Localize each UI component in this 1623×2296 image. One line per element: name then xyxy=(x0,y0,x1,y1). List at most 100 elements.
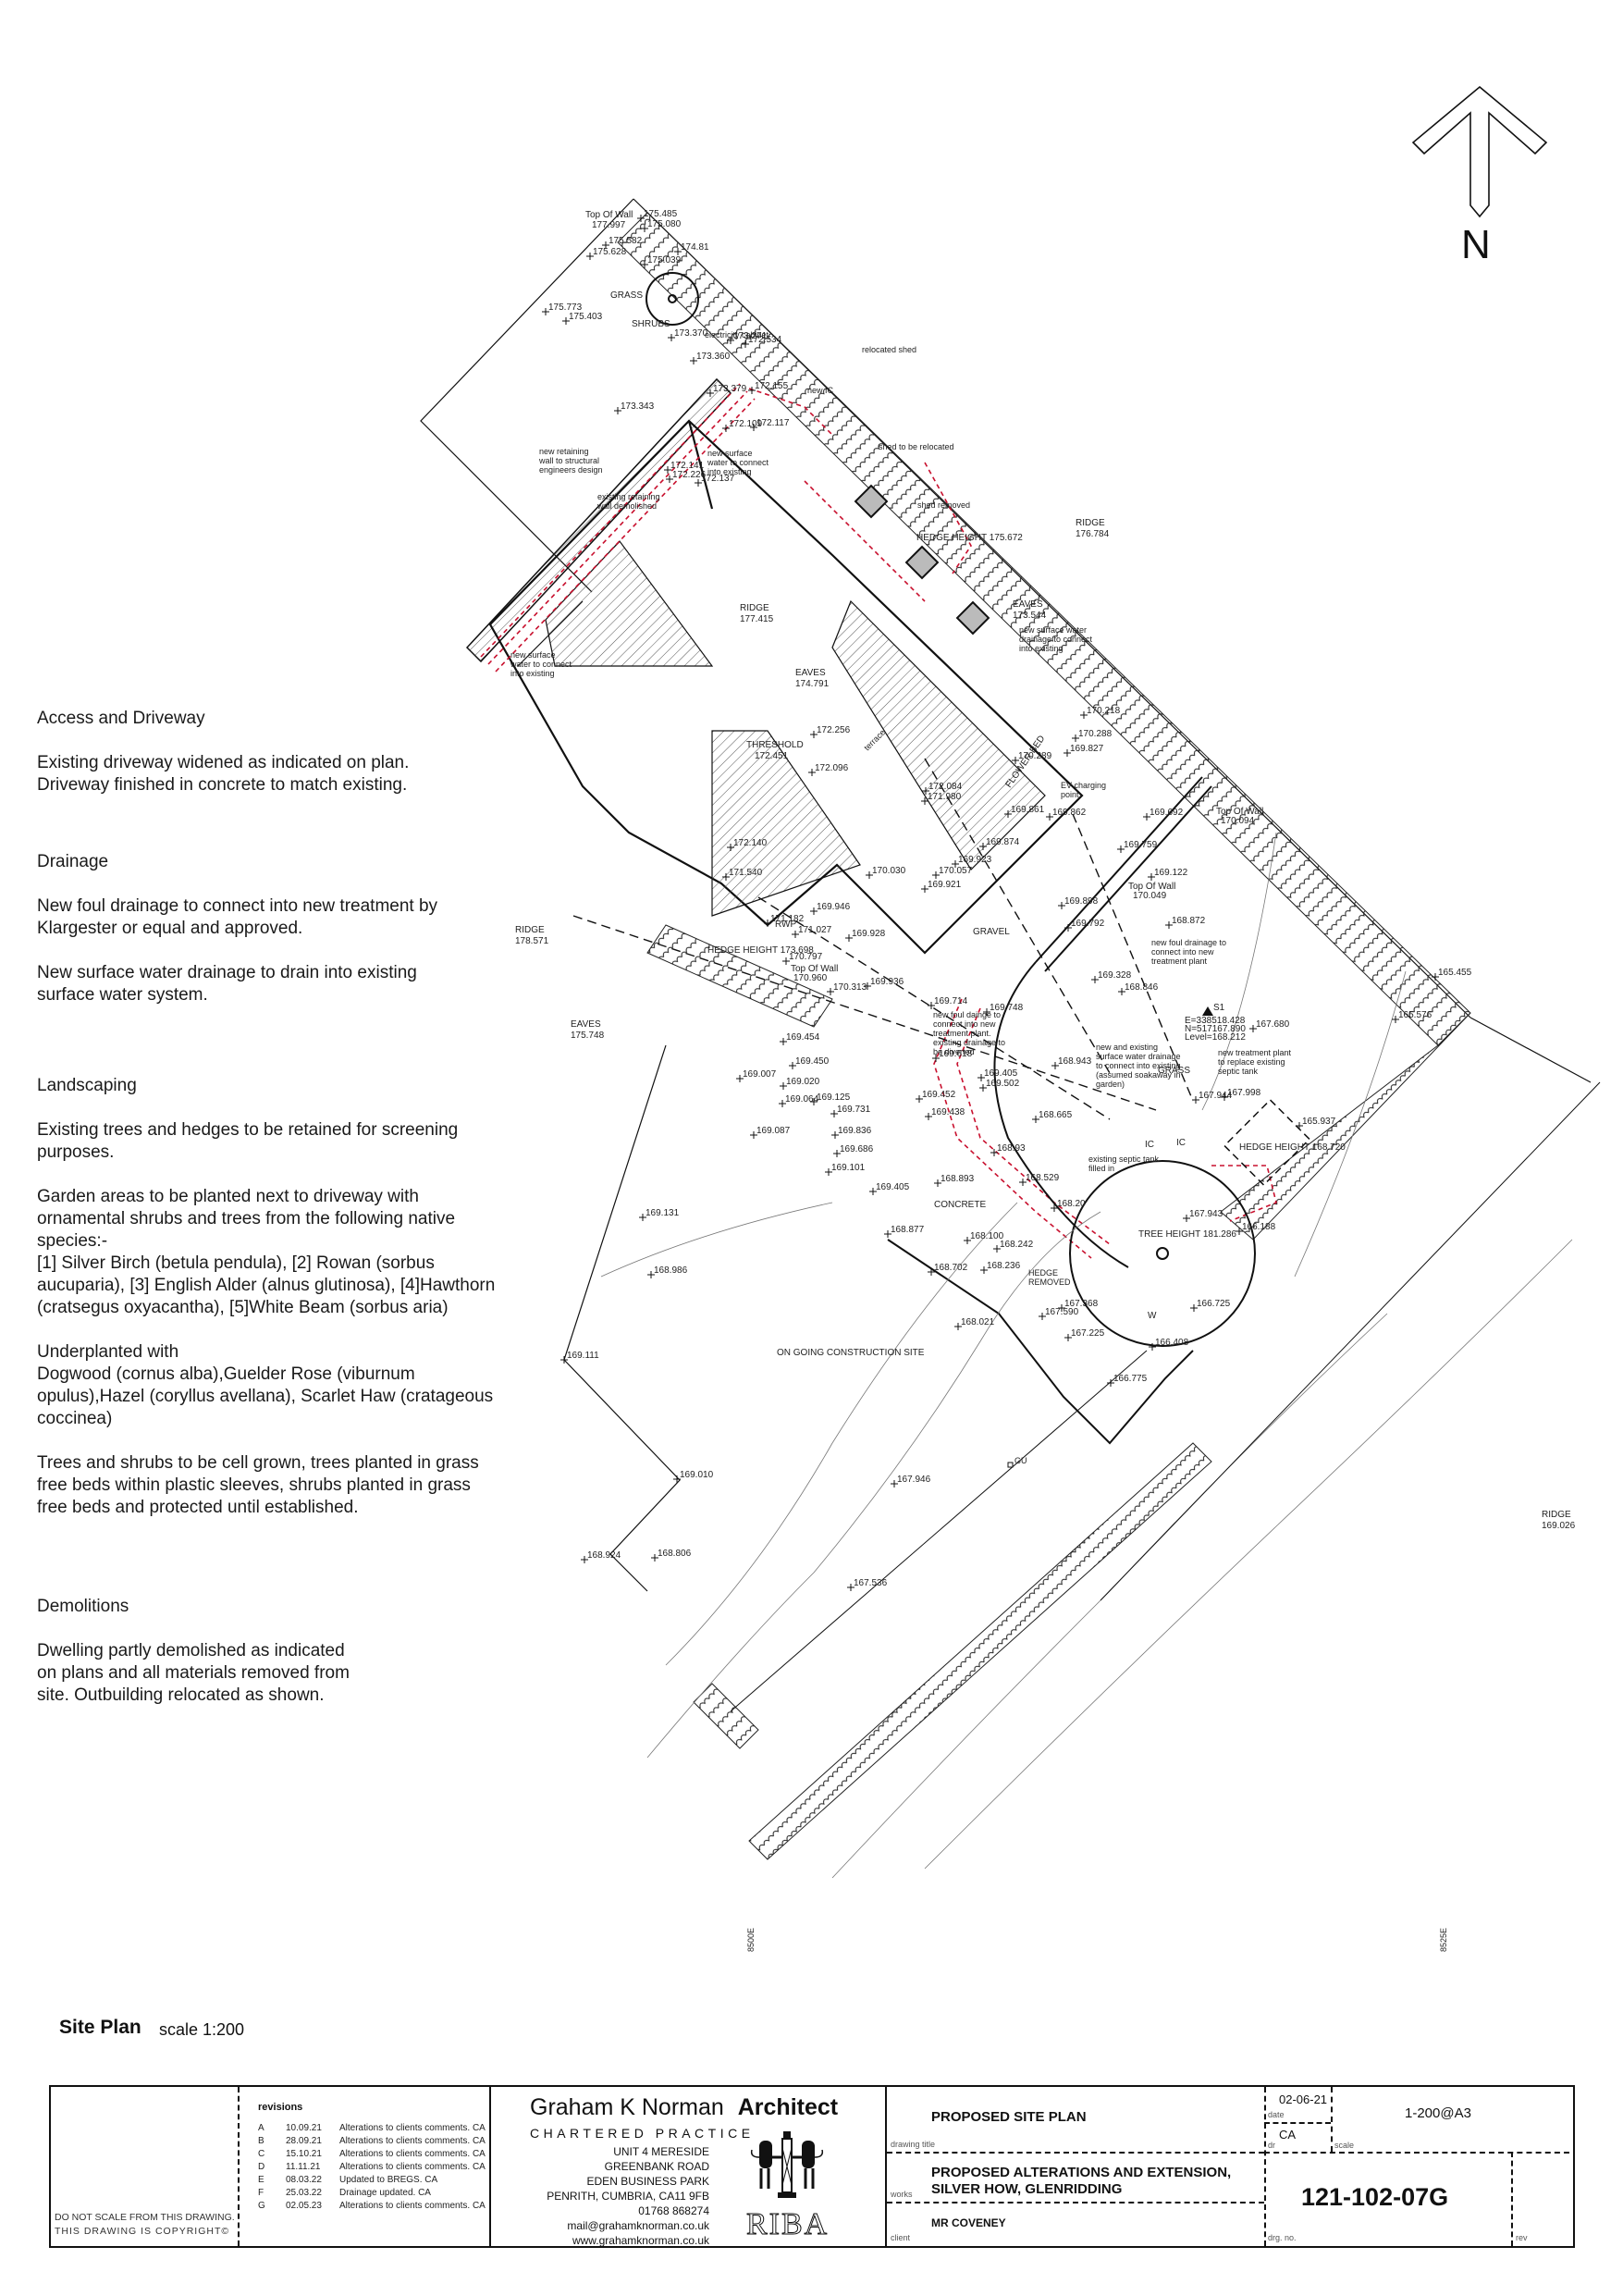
spot-level-value: 169.827 xyxy=(1070,744,1104,754)
svg-text:GU: GU xyxy=(1014,1456,1027,1465)
spot-level: 174.81 xyxy=(674,242,709,255)
spot-level: 169.111 xyxy=(560,1351,599,1364)
notes-landscaping: Landscaping Existing trees and hedges to… xyxy=(37,1075,555,1519)
spot-level-value: 168.986 xyxy=(654,1265,688,1276)
spot-level-value: 168.924 xyxy=(587,1550,621,1561)
spot-level-value: 169.874 xyxy=(986,837,1020,847)
roof-plane-3 xyxy=(711,730,861,917)
hedge-w xyxy=(646,924,833,1028)
disclaimer-line: THIS DRAWING IS COPYRIGHT© xyxy=(55,2226,230,2237)
spot-level: 169.101 xyxy=(825,1163,866,1176)
spot-level: 169.064 xyxy=(779,1094,819,1107)
svg-text:170.094: 170.094 xyxy=(1221,816,1255,826)
spot-level: 166.725 xyxy=(1190,1299,1231,1312)
spot-level-value: 174.81 xyxy=(681,242,709,253)
notes-heading: Landscaping xyxy=(37,1076,137,1095)
drawing-info-cell: PROPOSED SITE PLAN drawing title PROPOSE… xyxy=(887,2087,1573,2246)
svg-text:connect into new: connect into new xyxy=(1151,947,1214,957)
site-boundary xyxy=(420,198,1592,1592)
spot-level: 165.937 xyxy=(1296,1117,1336,1129)
spot-level-value: 172.137 xyxy=(701,474,735,484)
svg-text:HEDGE HEIGHT 168.720: HEDGE HEIGHT 168.720 xyxy=(1239,1142,1346,1153)
svg-text:into existing: into existing xyxy=(510,669,555,678)
spot-level-value: 173.360 xyxy=(696,352,731,362)
spot-level-value: 169.007 xyxy=(743,1069,777,1080)
spot-level: 168.846 xyxy=(1118,982,1159,995)
spot-level: 170.797 xyxy=(782,952,823,965)
rev-label: rev xyxy=(1516,2233,1528,2242)
spot-level: 169.792 xyxy=(1064,919,1105,932)
spot-level-value: 169.087 xyxy=(756,1126,791,1136)
spot-level: 167.368 xyxy=(1058,1299,1099,1312)
svg-text:170.960: 170.960 xyxy=(793,973,828,983)
drg-no-label: drg. no. xyxy=(1268,2233,1297,2242)
spot-level: 169.087 xyxy=(750,1126,791,1139)
spot-level: 172.109 xyxy=(722,419,763,432)
notes-line: coccinea) xyxy=(37,1409,113,1428)
svg-text:RWP: RWP xyxy=(775,920,796,930)
spot-level-value: 168.872 xyxy=(1172,916,1206,926)
client-label: client xyxy=(891,2233,911,2242)
svg-text:ON GOING CONSTRUCTION SITE: ON GOING CONSTRUCTION SITE xyxy=(777,1348,925,1358)
treatment-plant xyxy=(1223,1098,1311,1187)
svg-text:GRAVEL: GRAVEL xyxy=(973,927,1010,937)
revision-rev: B xyxy=(258,2136,264,2146)
spot-level-value: 169.686 xyxy=(840,1144,874,1154)
spot-level-value: 169.692 xyxy=(1150,808,1184,818)
svg-text:8525E: 8525E xyxy=(1439,1928,1448,1952)
spot-level: 173.271 xyxy=(727,331,768,344)
spot-level: 167.536 xyxy=(847,1578,888,1591)
notes-line: Existing trees and hedges to be retained… xyxy=(37,1120,459,1140)
spot-level-value: 175.773 xyxy=(548,302,583,313)
spot-level: 169.450 xyxy=(789,1056,830,1069)
spot-level: 172.155 xyxy=(748,381,789,394)
spot-level-value: 175.403 xyxy=(569,312,603,322)
notes-line: purposes. xyxy=(37,1142,115,1162)
spot-level: 169.874 xyxy=(979,837,1020,850)
spot-level: 168.893 xyxy=(934,1174,975,1187)
spot-level: 168.021 xyxy=(954,1317,995,1330)
svg-text:to connect into existing: to connect into existing xyxy=(1096,1061,1181,1070)
spot-level-value: 168.236 xyxy=(987,1261,1021,1271)
spot-level-value: 172.256 xyxy=(817,725,851,735)
spot-level: 169.759 xyxy=(1117,840,1158,853)
spot-level: 167.944 xyxy=(1192,1091,1233,1104)
svg-text:Top Of Wall: Top Of Wall xyxy=(791,964,838,974)
notes-drainage: Drainage New foul drainage to connect in… xyxy=(37,851,555,1006)
spot-level: 175.582 xyxy=(602,236,643,249)
spot-level: 169.618 xyxy=(932,1049,973,1062)
svg-text:existing drainage to: existing drainage to xyxy=(933,1038,1005,1047)
notes-line: New foul drainage to connect into new tr… xyxy=(37,896,438,916)
notes-line: Driveway finished in concrete to match e… xyxy=(37,775,408,795)
spot-level-value: 168.529 xyxy=(1026,1173,1060,1183)
spot-level-value: 167.943 xyxy=(1189,1209,1223,1219)
spot-level-value: 169.618 xyxy=(939,1049,973,1059)
svg-text:E=338518.428: E=338518.428 xyxy=(1185,1016,1246,1026)
spot-level-value: 170.030 xyxy=(872,866,906,876)
architect-practice: CHARTERED PRACTICE xyxy=(530,2126,755,2141)
spot-level: 172.534 xyxy=(742,335,782,348)
spot-level-value: 168.665 xyxy=(1039,1110,1073,1120)
svg-text:175.748: 175.748 xyxy=(571,1031,605,1041)
notes-line: New surface water drainage to drain into… xyxy=(37,963,417,982)
architect-name: Graham K Norman Architect xyxy=(530,2094,839,2120)
spot-level-value: 169.898 xyxy=(1064,896,1099,907)
spot-level: 172.226 xyxy=(666,470,707,483)
spot-level: 168.877 xyxy=(884,1225,925,1238)
north-label: N xyxy=(1461,222,1491,267)
spot-level: 172.084 xyxy=(922,782,963,795)
spot-level-value: 172.140 xyxy=(733,838,768,848)
spot-level: 167.680 xyxy=(1249,1019,1290,1032)
drawing-number: 121-102-07G xyxy=(1301,2183,1449,2211)
spot-level: 172.141 xyxy=(664,461,705,474)
spot-level-value: 169.450 xyxy=(795,1056,830,1067)
revisions-heading: revisions xyxy=(258,2102,303,2113)
spot-level-value: 168.20 xyxy=(1057,1199,1086,1209)
svg-text:into existing: into existing xyxy=(707,467,752,476)
svg-text:EV charging: EV charging xyxy=(1061,781,1106,790)
spot-level-value: 167.590 xyxy=(1045,1307,1079,1317)
spot-level: 169.827 xyxy=(1064,744,1104,757)
